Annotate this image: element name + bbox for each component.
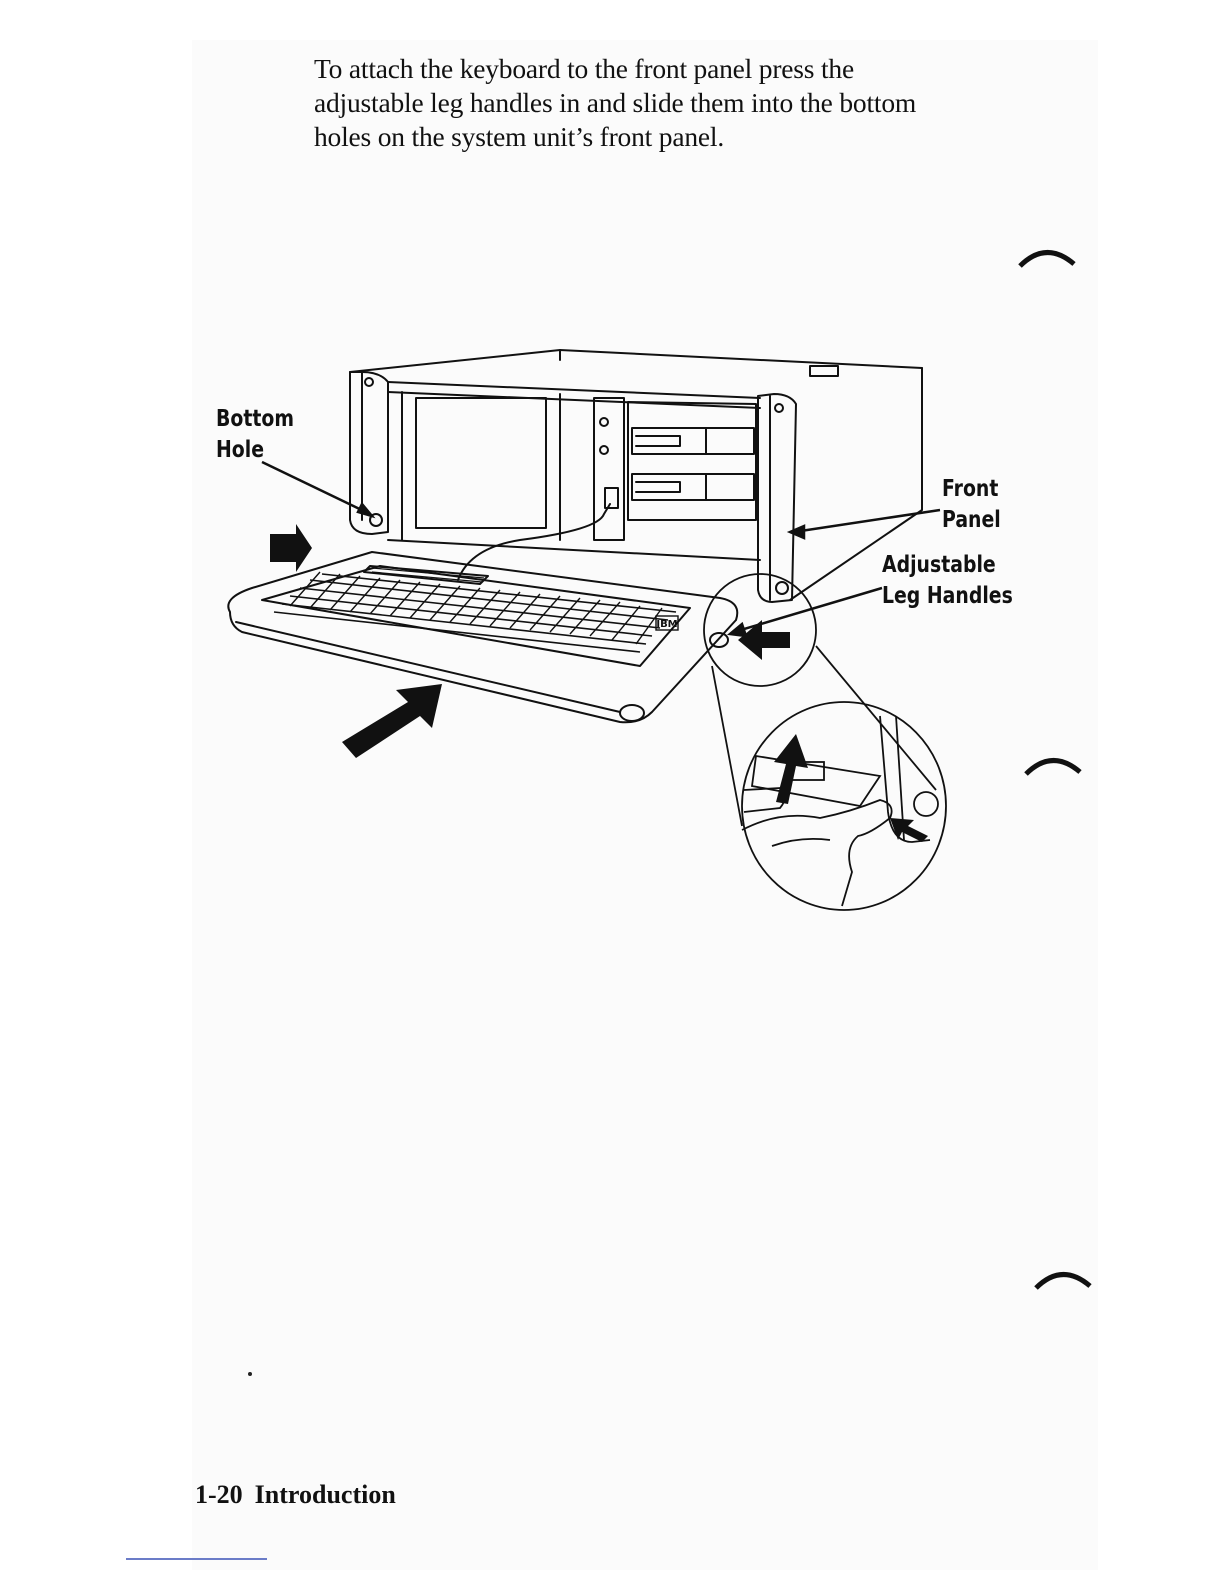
keyboard-cable [458, 504, 610, 580]
push-arrow-icon [342, 684, 442, 758]
diskette-drive [632, 474, 754, 500]
callout-adjustable-leg-handles: Adjustable Leg Handles [882, 550, 1013, 612]
callout-line: Panel [942, 505, 1001, 536]
callout-line: Hole [216, 435, 294, 466]
display-screen [416, 398, 546, 528]
callout-line: Bottom [216, 404, 294, 435]
push-arrow-icon [890, 818, 928, 842]
callout-line: Adjustable [882, 550, 1013, 581]
detail-magnifier [742, 702, 946, 910]
bottom-rule [126, 1558, 267, 1560]
page-footer: 1-20 Introduction [195, 1480, 396, 1510]
callout-line: Leg Handles [882, 581, 1013, 612]
push-arrow-icon [270, 524, 312, 572]
front-panel [758, 394, 796, 602]
callout-front-panel: Front Panel [942, 474, 1001, 536]
callout-bottom-hole: Bottom Hole [216, 404, 294, 466]
left-frame [350, 372, 388, 534]
page-number: 1-20 [195, 1480, 243, 1509]
section-name: Introduction [255, 1480, 396, 1509]
stray-mark [248, 1372, 252, 1376]
push-arrow-icon [738, 620, 790, 660]
diskette-drive [632, 428, 754, 454]
svg-text:IBM: IBM [656, 619, 677, 630]
callout-line: Front [942, 474, 1001, 505]
